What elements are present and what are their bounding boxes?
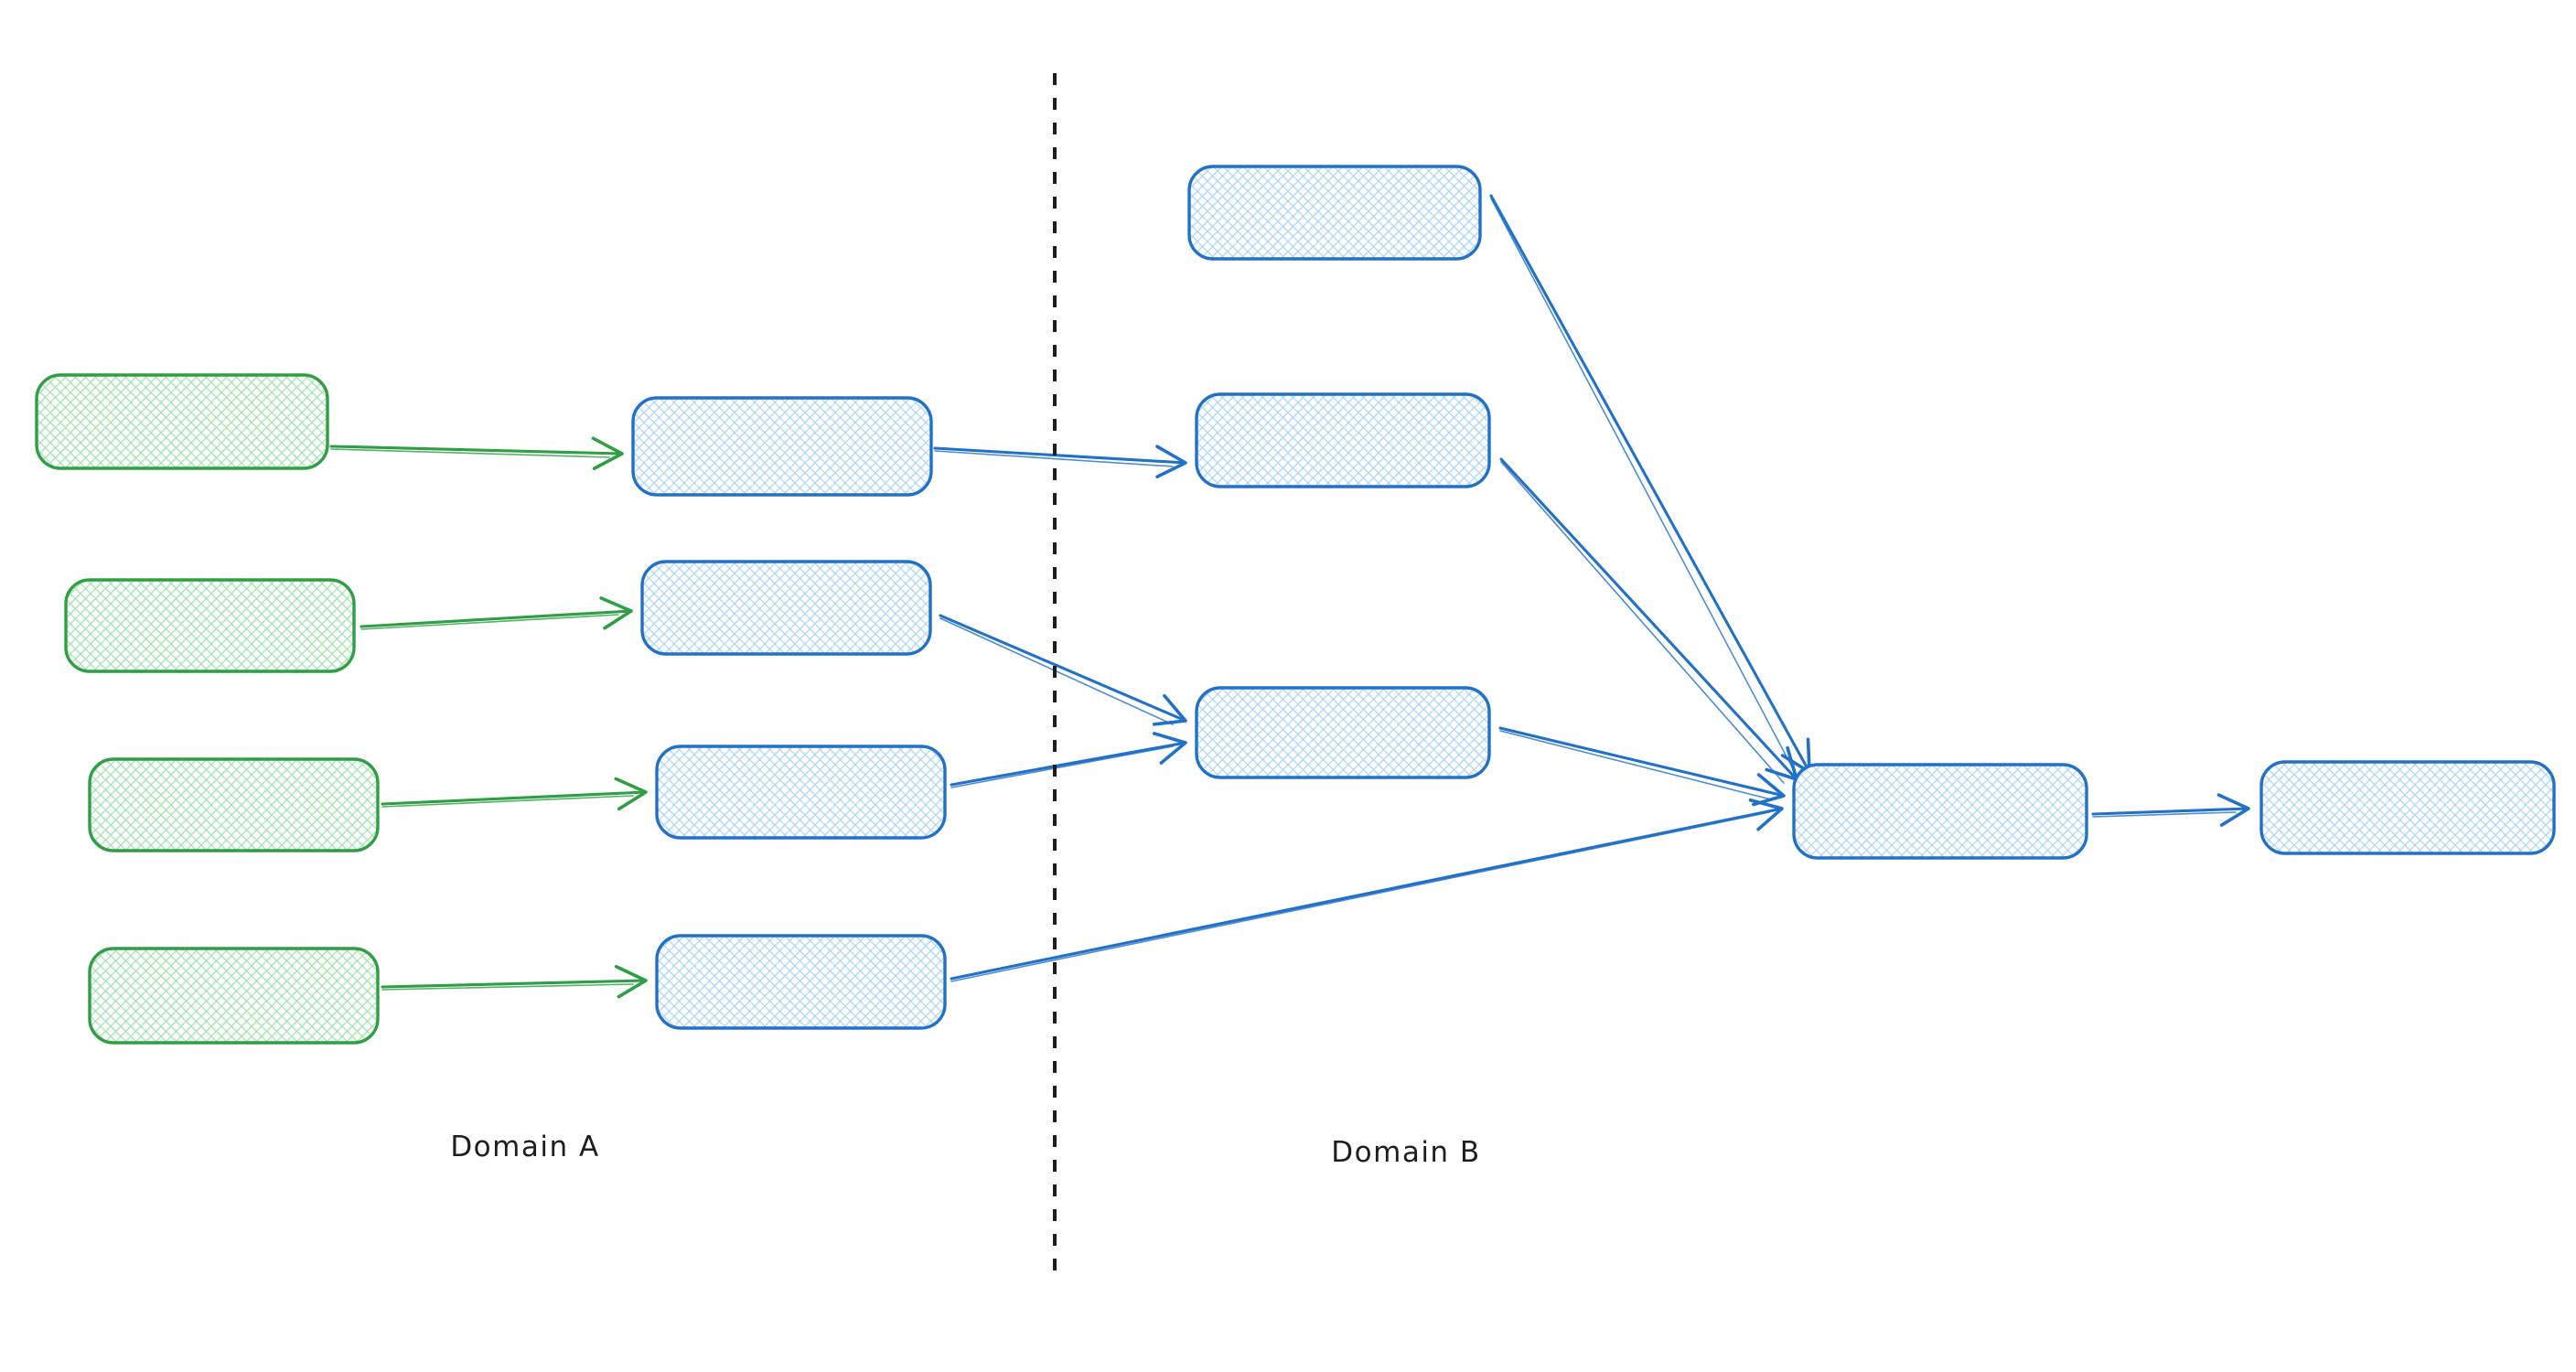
edge-source-a3-to-stage-a3 [381, 777, 648, 811]
node-output-b [2259, 760, 2556, 855]
edge-stage-b1-to-hub-b [1489, 194, 1811, 777]
edge-hub-b-to-output-b [2091, 793, 2250, 827]
node-source-a2 [64, 578, 356, 673]
edge-stage-b3-to-hub-b [1498, 726, 1786, 807]
labels-layer: Domain A Domain B [450, 1131, 1480, 1169]
domain-a-label: Domain A [450, 1131, 599, 1163]
node-hub-b [1792, 763, 2088, 860]
edge-stage-a2-to-stage-b3 [939, 614, 1187, 726]
edges-layer [329, 194, 2250, 999]
node-stage-a1 [631, 396, 933, 497]
edge-stage-a1-to-stage-b2 [933, 445, 1187, 479]
node-stage-b3 [1195, 686, 1491, 779]
edge-source-a2-to-stage-a2 [360, 596, 633, 630]
edge-source-a1-to-stage-a1 [329, 436, 624, 471]
node-source-a1 [35, 373, 329, 470]
node-source-a3 [88, 757, 380, 852]
node-stage-a4 [655, 934, 947, 1030]
node-stage-b1 [1187, 165, 1482, 261]
edge-stage-b2-to-hub-b [1499, 457, 1798, 784]
nodes-layer [35, 165, 2556, 1045]
edge-stage-a3-to-stage-b3 [950, 732, 1187, 788]
edge-stage-a4-to-hub-b [950, 798, 1784, 982]
node-stage-a3 [655, 745, 947, 840]
domain-b-label: Domain B [1331, 1136, 1480, 1169]
node-stage-b2 [1195, 392, 1491, 488]
node-source-a4 [88, 947, 380, 1045]
edge-source-a4-to-stage-a4 [381, 964, 648, 999]
node-stage-a2 [640, 560, 932, 656]
